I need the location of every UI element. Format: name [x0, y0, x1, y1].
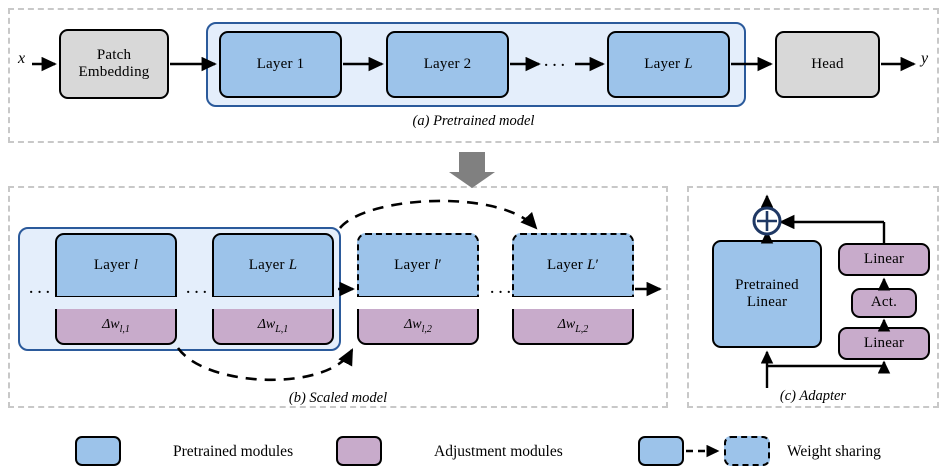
layer-L-prime-card-top: Layer L′: [512, 233, 634, 297]
adapter-activation-label: Act.: [870, 294, 898, 311]
legend-adjustment-label: Adjustment modules: [434, 443, 563, 460]
adapter-linear-up-box[interactable]: Linear: [838, 243, 930, 276]
layer-L-card[interactable]: Layer L ΔwL,1: [212, 233, 334, 345]
layer-L-prime-card[interactable]: Layer L′ ΔwL,2: [512, 233, 634, 345]
layer-1-box[interactable]: Layer 1: [219, 31, 342, 98]
layer-L-top-label: Layer L: [248, 257, 298, 273]
layer-l-label: Layer l: [93, 257, 139, 273]
output-label-y: y: [921, 50, 929, 67]
input-label-x: x: [18, 50, 26, 67]
layer-l-card[interactable]: Layer l Δwl,1: [55, 233, 177, 345]
layer-l-delta-w-label: Δwl,1: [102, 317, 130, 335]
layer-L-label: Layer L: [644, 55, 693, 72]
legend-weight-sharing-target-swatch: [724, 436, 770, 466]
caption-panel-b: (b) Scaled model: [288, 390, 388, 406]
panel-a-ellipsis: ···: [543, 55, 568, 76]
caption-panel-a: (a) Pretrained model: [412, 113, 535, 129]
layer-L-card-bottom: ΔwL,1: [212, 309, 334, 345]
caption-panel-c: (c) Adapter: [779, 388, 847, 404]
adapter-activation-box[interactable]: Act.: [851, 288, 917, 318]
layer-L-delta-w-label: ΔwL,1: [257, 317, 289, 335]
layer-2-box[interactable]: Layer 2: [386, 31, 509, 98]
layer-l-prime-card-top: Layer l′: [357, 233, 479, 297]
adapter-linear-down-box[interactable]: Linear: [838, 327, 930, 360]
panel-b-scaled-model: [8, 186, 668, 408]
legend-weight-sharing-label: Weight sharing: [787, 443, 881, 460]
layer-L-card-top: Layer L: [212, 233, 334, 297]
layer-L-prime-card-bottom: ΔwL,2: [512, 309, 634, 345]
legend-adjustment-swatch: [336, 436, 382, 466]
layer-l-prime-card[interactable]: Layer l′ Δwl,2: [357, 233, 479, 345]
layer-L-prime-delta-w-label: ΔwL,2: [557, 317, 589, 335]
panel-b-trailing-ellipsis: ···: [489, 282, 514, 303]
adapter-linear-up-label: Linear: [863, 250, 905, 267]
legend-weight-sharing-source-swatch: [638, 436, 684, 466]
transition-arrow-down: [449, 152, 495, 188]
layer-2-label: Layer 2: [423, 55, 472, 72]
layer-l-card-top: Layer l: [55, 233, 177, 297]
head-label: Head: [811, 55, 844, 72]
layer-1-label: Layer 1: [256, 55, 305, 72]
layer-l-card-bottom: Δwl,1: [55, 309, 177, 345]
layer-l-prime-card-bottom: Δwl,2: [357, 309, 479, 345]
panel-b-mid-ellipsis: ···: [185, 282, 210, 303]
adapter-linear-down-label: Linear: [863, 334, 905, 351]
panel-b-leading-ellipsis: ···: [28, 282, 53, 303]
layer-l-prime-label: Layer l′: [394, 257, 442, 273]
layer-L-box[interactable]: Layer L: [607, 31, 730, 98]
layer-l-prime-delta-w-label: Δwl,2: [404, 317, 432, 335]
legend-pretrained-swatch: [75, 436, 121, 466]
panel-a-pretrained-model: [8, 8, 939, 143]
legend-pretrained-label: Pretrained modules: [173, 443, 294, 460]
layer-L-prime-label: Layer L′: [547, 257, 599, 273]
panel-c-adapter: [687, 186, 939, 408]
head-box[interactable]: Head: [775, 31, 880, 98]
